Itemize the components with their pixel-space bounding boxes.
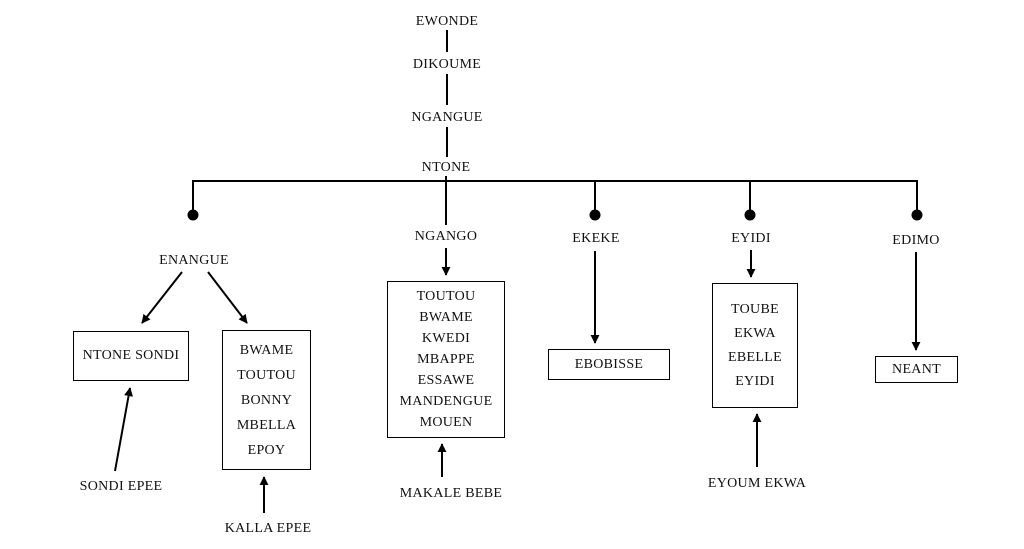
box-line: EPOY — [247, 442, 286, 458]
box-line: MOUEN — [419, 415, 473, 430]
box-line: MBAPPE — [417, 352, 475, 367]
ancestor-chain-lines — [192, 30, 918, 225]
box-ntone-sondi: NTONE SONDI — [73, 331, 189, 381]
label-ngango: NGANGO — [414, 229, 478, 244]
box-ngango-children: TOUTOU BWAME KWEDI MBAPPE ESSAWE MANDENG… — [387, 281, 505, 438]
box-line: EYIDI — [735, 373, 775, 389]
label-ngangue: NGANGUE — [411, 110, 483, 125]
label-sondi-epee: SONDI EPEE — [79, 479, 163, 494]
box-line: BWAME — [419, 310, 473, 325]
arrow-sondi-epee-up — [114, 387, 133, 472]
box-eyidi-children: TOUBE EKWA EBELLE EYIDI — [712, 283, 798, 408]
arrow-enangue-to-children — [207, 271, 248, 324]
junction-dot — [744, 209, 756, 221]
box-line: TOUBE — [731, 301, 779, 317]
arrow-connectors — [114, 248, 921, 513]
arrow-enangue-to-ntone-sondi — [141, 271, 183, 324]
box-line: TOUTOU — [237, 367, 296, 383]
box-enangue-children: BWAME TOUTOU BONNY MBELLA EPOY — [222, 330, 311, 470]
junction-dot — [187, 209, 199, 221]
label-edimo: EDIMO — [892, 233, 940, 248]
label-dikoume: DIKOUME — [412, 57, 482, 72]
label-enangue: ENANGUE — [159, 253, 229, 268]
box-line: BONNY — [240, 392, 293, 408]
junction-dot — [911, 209, 923, 221]
box-line: NTONE SONDI — [82, 348, 180, 363]
box-line: MBELLA — [236, 417, 297, 433]
box-line: BWAME — [239, 342, 294, 358]
label-eyidi: EYIDI — [731, 231, 771, 246]
label-makale-bebe: MAKALE BEBE — [399, 486, 503, 501]
label-ekeke: EKEKE — [572, 231, 620, 246]
label-ntone: NTONE — [421, 160, 471, 175]
box-line: EBELLE — [728, 349, 782, 365]
label-kalla-epee: KALLA EPEE — [224, 521, 312, 536]
box-line: TOUTOU — [416, 289, 476, 304]
box-line: KWEDI — [421, 331, 471, 346]
label-ewonde: EWONDE — [415, 14, 479, 29]
label-eyoum-ekwa: EYOUM EKWA — [707, 476, 807, 491]
box-line: EKWA — [734, 325, 776, 341]
junction-dot — [589, 209, 601, 221]
box-line: ESSAWE — [417, 373, 475, 388]
box-line: MANDENGUE — [399, 394, 493, 409]
box-line: NEANT — [892, 361, 941, 377]
box-neant: NEANT — [875, 356, 958, 383]
box-line: EBOBISSE — [574, 356, 644, 372]
junction-dots — [187, 209, 923, 221]
box-ebobisse: EBOBISSE — [548, 349, 670, 380]
